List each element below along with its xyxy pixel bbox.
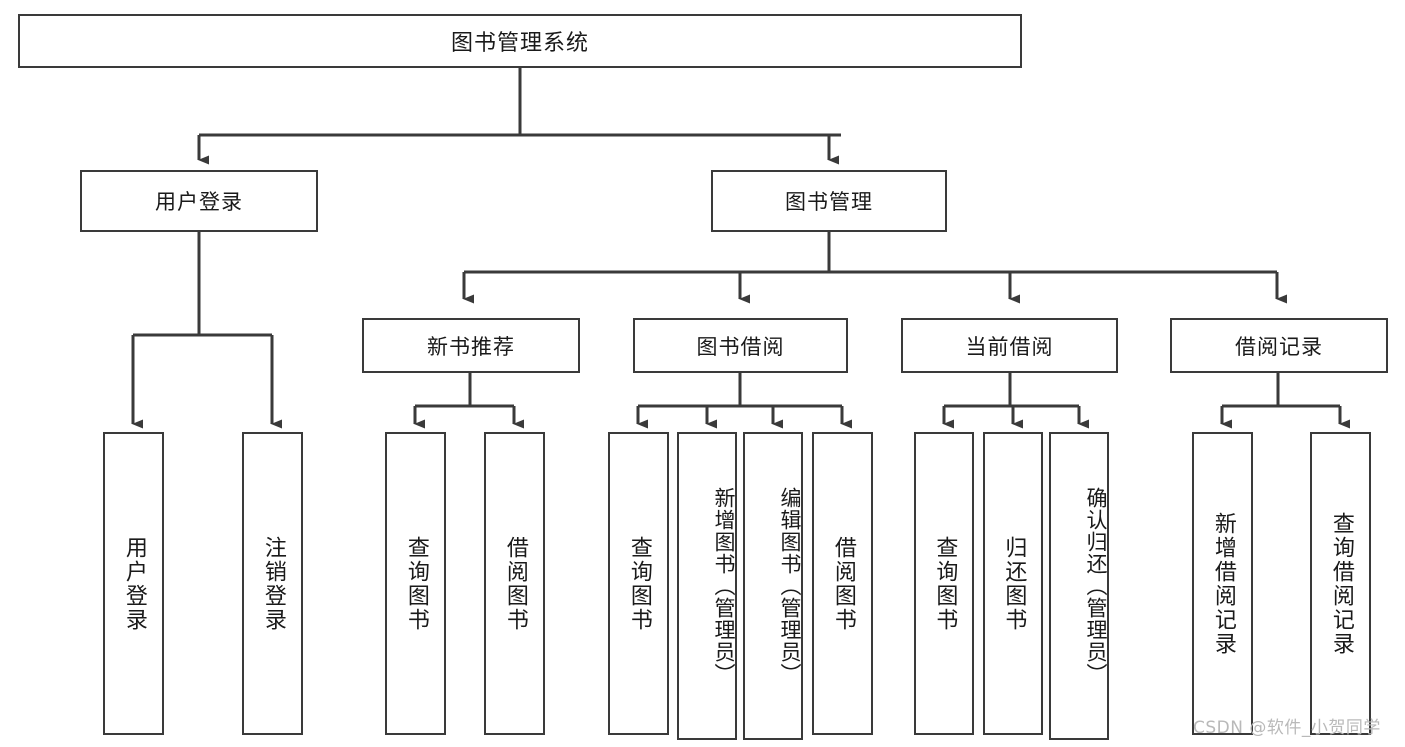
leaf-borrow-edit-book-admin[interactable]: 编辑图书（管理员） [743,432,803,740]
node-new-book-recommend[interactable]: 新书推荐 [362,318,580,373]
leaf-borrow-add-book-admin[interactable]: 新增图书（管理员） [677,432,737,740]
leaf-user-login-signout[interactable]: 注销登录 [242,432,303,735]
leaf-new-book-query[interactable]: 查询图书 [385,432,446,735]
node-root-system[interactable]: 图书管理系统 [18,14,1022,68]
leaf-new-book-borrow[interactable]: 借阅图书 [484,432,545,735]
node-borrow-record[interactable]: 借阅记录 [1170,318,1388,373]
leaf-user-login-signin[interactable]: 用户登录 [103,432,164,735]
leaf-record-query-record[interactable]: 查询借阅记录 [1310,432,1371,735]
node-book-borrow[interactable]: 图书借阅 [633,318,848,373]
leaf-borrow-query-book[interactable]: 查询图书 [608,432,669,735]
leaf-current-return-book[interactable]: 归还图书 [983,432,1043,735]
leaf-borrow-borrow-book[interactable]: 借阅图书 [812,432,873,735]
node-book-management[interactable]: 图书管理 [711,170,947,232]
leaf-record-add-record[interactable]: 新增借阅记录 [1192,432,1253,735]
leaf-current-confirm-return-admin[interactable]: 确认归还（管理员） [1049,432,1109,740]
leaf-current-query-book[interactable]: 查询图书 [914,432,974,735]
node-current-borrow[interactable]: 当前借阅 [901,318,1118,373]
node-user-login[interactable]: 用户登录 [80,170,318,232]
csdn-watermark: CSDN @软件_小贺同学 [1193,718,1381,738]
